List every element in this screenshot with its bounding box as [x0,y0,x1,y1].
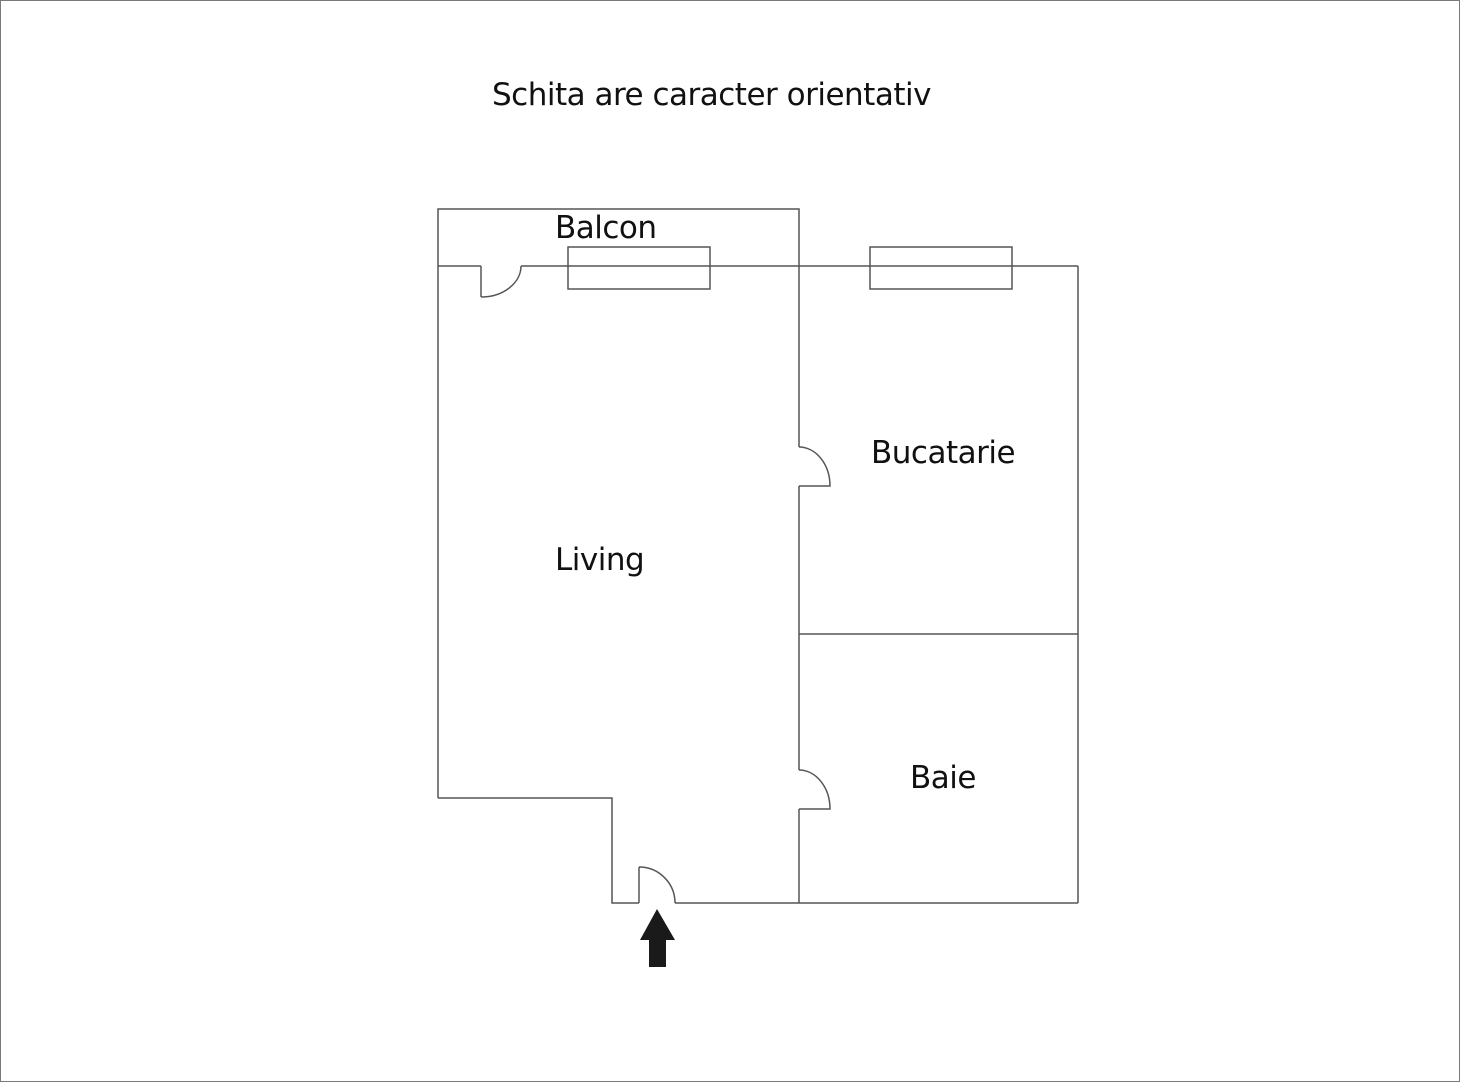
room-label-living: Living [555,542,645,578]
balcony-door-swing [480,265,522,298]
entrance-arrow-icon [640,909,675,967]
kitchen-window [869,246,1013,290]
room-label-bucatarie: Bucatarie [871,435,1016,471]
entrance-door-swing [638,866,676,904]
living-bottom-wall [438,797,639,904]
room-label-balcon: Balcon [555,210,657,246]
kitchen-door-swing [798,446,831,487]
disclaimer-title: Schita are caracter orientativ [492,77,931,113]
room-label-baie: Baie [910,760,976,796]
balcony-wall [437,208,800,266]
living-window [567,246,711,290]
bath-door-swing [798,769,831,810]
